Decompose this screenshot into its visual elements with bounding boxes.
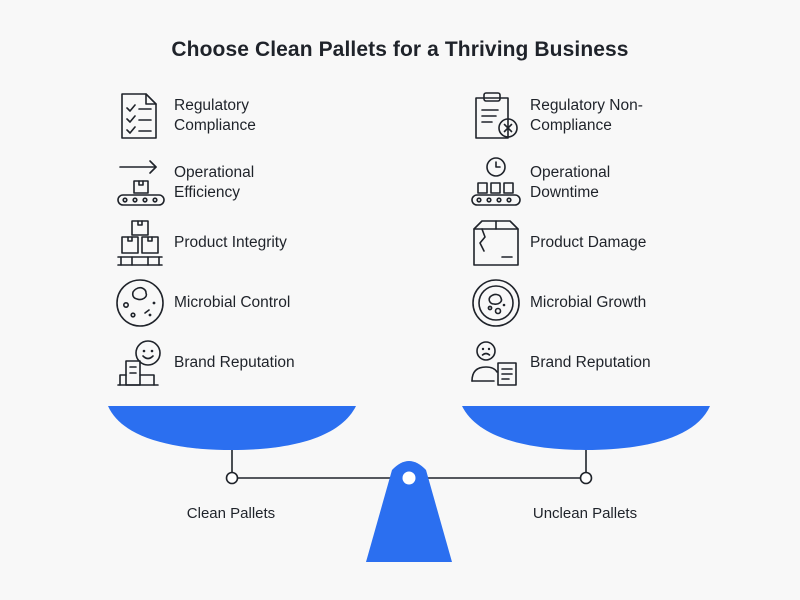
- conveyor-arrow-icon: [112, 155, 168, 211]
- fulcrum-pivot: [402, 471, 416, 485]
- stacked-boxes-pallet-icon: [112, 215, 168, 271]
- left-item-microbial-control: Microbial Control: [112, 275, 290, 331]
- right-item-regulatory-non-compliance: Regulatory Non-Compliance: [468, 88, 680, 144]
- item-label: Brand Reputation: [530, 354, 651, 371]
- petri-dish-icon: [112, 275, 168, 331]
- right-joint: [579, 471, 593, 485]
- right-scale-pan: [462, 406, 710, 450]
- left-scale-pan: [108, 406, 356, 450]
- sad-person-icon: [468, 335, 524, 391]
- left-item-brand-reputation: Brand Reputation: [112, 335, 295, 391]
- clock-conveyor-icon: [468, 155, 524, 211]
- left-item-product-integrity: Product Integrity: [112, 215, 287, 271]
- right-item-brand-reputation: Brand Reputation: [468, 335, 651, 391]
- left-item-regulatory-compliance: Regulatory Compliance: [112, 88, 324, 144]
- petri-dish-growth-icon: [468, 275, 524, 331]
- item-label: Regulatory Non-Compliance: [530, 97, 643, 134]
- item-label: Brand Reputation: [174, 354, 295, 371]
- clean-pallets-label: Clean Pallets: [186, 505, 276, 522]
- item-label: Product Integrity: [174, 234, 287, 251]
- damaged-box-icon: [468, 215, 524, 271]
- left-joint: [225, 471, 239, 485]
- item-label: Microbial Growth: [530, 294, 647, 311]
- left-item-operational-efficiency: Operational Efficiency: [112, 155, 324, 211]
- item-label: Operational Downtime: [530, 164, 611, 201]
- item-label: Operational Efficiency: [174, 164, 255, 201]
- right-item-operational-downtime: Operational Downtime: [468, 155, 680, 211]
- right-item-microbial-growth: Microbial Growth: [468, 275, 646, 331]
- unclean-pallets-label: Unclean Pallets: [532, 505, 638, 522]
- checklist-icon: [112, 88, 168, 144]
- item-label: Regulatory Compliance: [174, 97, 256, 134]
- item-label: Microbial Control: [174, 294, 291, 311]
- happy-person-icon: [112, 335, 168, 391]
- fulcrum: [366, 461, 452, 562]
- right-item-product-damage: Product Damage: [468, 215, 646, 271]
- clipboard-x-icon: [468, 88, 524, 144]
- page-title: Choose Clean Pallets for a Thriving Busi…: [171, 38, 629, 61]
- item-label: Product Damage: [530, 234, 647, 251]
